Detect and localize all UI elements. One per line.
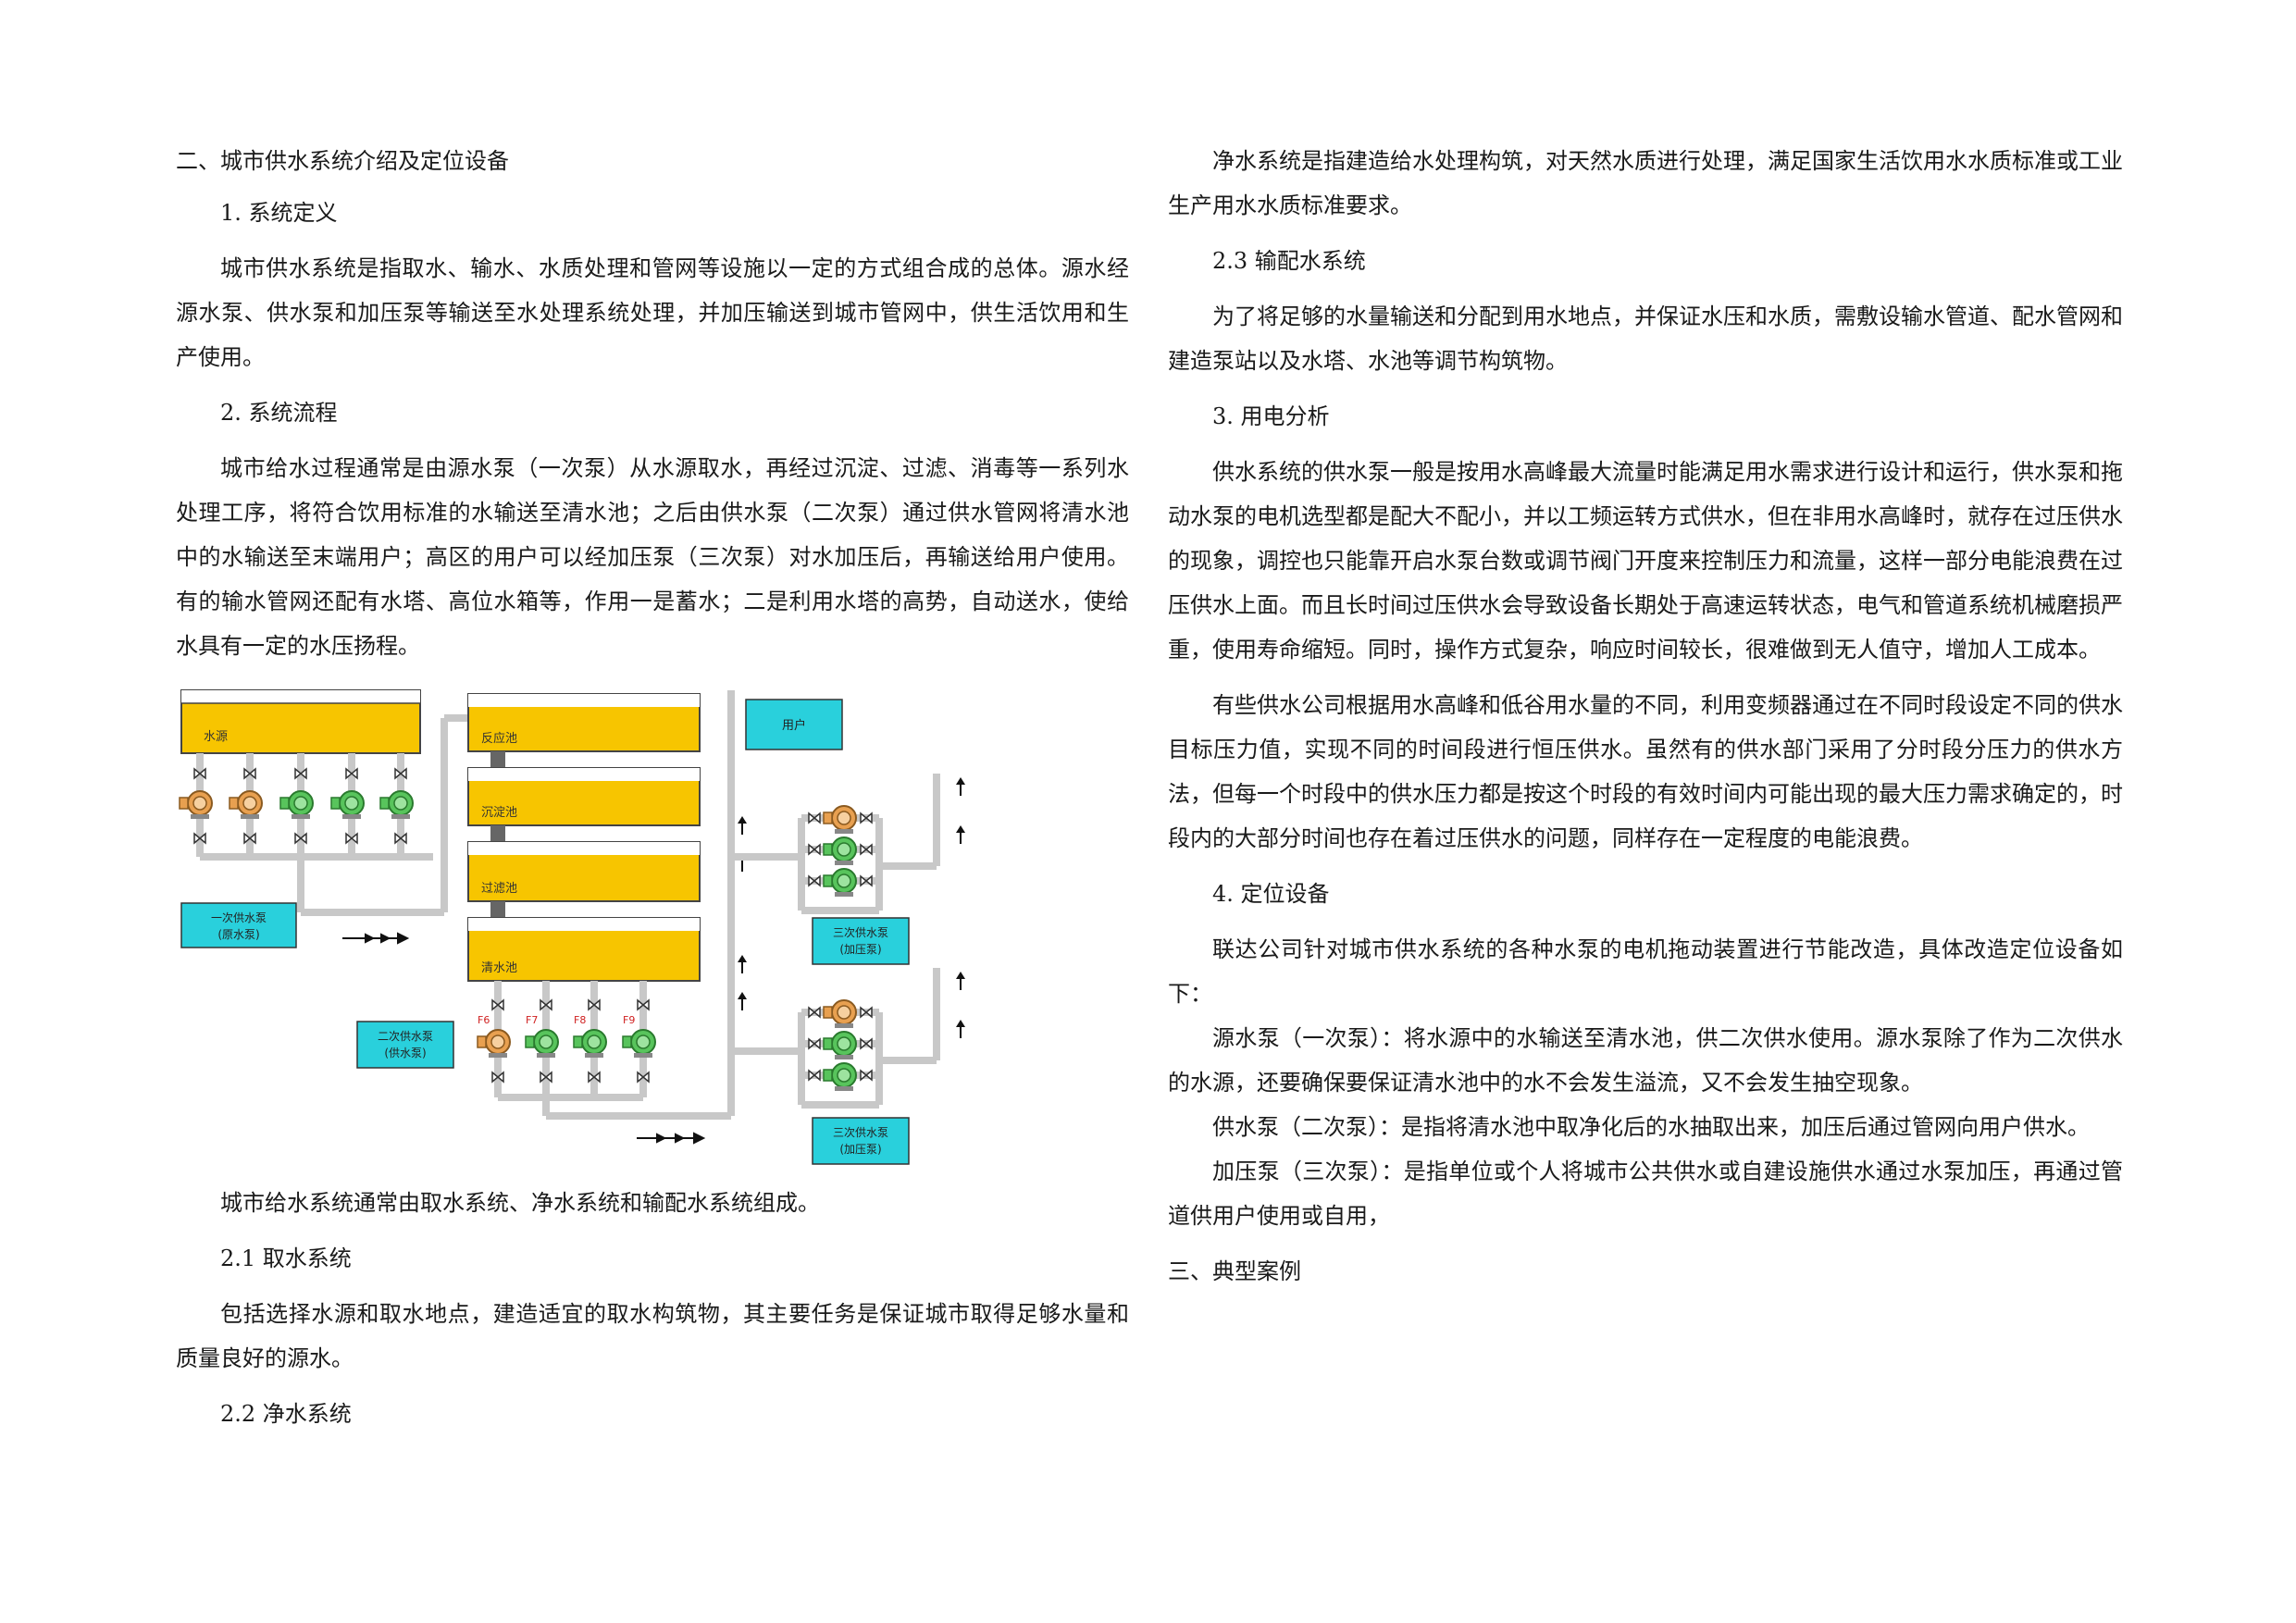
- para-source-pump: 源水泵（一次泵）：将水源中的水输送至清水池，供二次供水使用。源水泵除了作为二次供…: [1168, 1025, 2123, 1096]
- user-box-label: 用户: [782, 718, 806, 733]
- heading-intake-system: 2.1 取水系统: [220, 1245, 352, 1271]
- tertiary-pump-a1: [823, 805, 857, 835]
- para-distribution-system: 为了将足够的水量输送和分配到用水地点，并保证水压和水质，需敷设输水管道、配水管网…: [1168, 304, 2123, 374]
- heading-system-definition: 1. 系统定义: [220, 200, 338, 226]
- tertiary-pump-b1: [823, 999, 857, 1029]
- user-box: [745, 699, 843, 750]
- label-tertiary-pump-b-line2: (加压泵): [839, 1143, 881, 1156]
- section-3-heading: 三、典型案例: [1168, 1258, 1301, 1284]
- tertiary-pump-b2: [823, 1031, 857, 1060]
- primary-pump-5: [379, 790, 414, 820]
- para-system-definition: 城市供水系统是指取水、输水、水质处理和管网等设施以一定的方式组合成的总体。源水经…: [176, 255, 1129, 370]
- valve-f9-label: F9: [623, 1014, 635, 1026]
- section-2-heading: 二、城市供水系统介绍及定位设备: [176, 148, 509, 174]
- primary-pump-1: [179, 790, 213, 820]
- label-tertiary-pump-b-line1: 三次供水泵: [833, 1126, 888, 1139]
- tank-sediment-label: 沉淀池: [481, 806, 517, 820]
- tank-clear-label: 清水池: [481, 961, 517, 975]
- label-secondary-pump-line2: (供水泵): [384, 1047, 426, 1059]
- para-positioning-intro: 联达公司针对城市供水系统的各种水泵的电机拖动装置进行节能改造，具体改造定位设备如…: [1168, 936, 2123, 1007]
- heading-power-analysis: 3. 用电分析: [1212, 403, 1330, 429]
- valve-f6-label: F6: [478, 1014, 490, 1026]
- para-supply-pump: 供水泵（二次泵）：是指将清水池中取净化后的水抽取出来，加压后通过管网向用户供水。: [1212, 1114, 2090, 1140]
- label-secondary-pump: [356, 1021, 454, 1069]
- label-tertiary-pump-b: [812, 1117, 910, 1165]
- primary-pump-2: [229, 790, 263, 820]
- heading-positioning-equipment: 4. 定位设备: [1212, 881, 1330, 907]
- tank-source-label: 水源: [204, 730, 228, 744]
- right-column: 净水系统是指建造给水处理构筑，对天然水质进行处理，满足国家生活饮用水水质标准或工…: [1168, 139, 2123, 1294]
- para-intake-system: 包括选择水源和取水地点，建造适宜的取水构筑物，其主要任务是保证城市取得足够水量和…: [176, 1301, 1129, 1371]
- para-purification-system: 净水系统是指建造给水处理构筑，对天然水质进行处理，满足国家生活饮用水水质标准或工…: [1168, 148, 2123, 218]
- para-system-flow: 城市给水过程通常是由源水泵（一次泵）从水源取水，再经过沉淀、过滤、消毒等一系列水…: [176, 455, 1129, 659]
- label-secondary-pump-line1: 二次供水泵: [378, 1030, 433, 1043]
- tank-reaction-label: 反应池: [481, 731, 517, 746]
- label-primary-pump: [180, 902, 297, 948]
- secondary-pump-3: [573, 1029, 607, 1059]
- secondary-pump-2: [525, 1029, 559, 1059]
- tertiary-pump-a2: [823, 836, 857, 866]
- para-power-analysis-2: 有些供水公司根据用水高峰和低谷用水量的不同，利用变频器通过在不同时段设定不同的供…: [1168, 692, 2123, 851]
- valve-f8-label: F8: [574, 1014, 586, 1026]
- primary-pump-4: [330, 790, 365, 820]
- label-primary-pump-line2: (原水泵): [217, 928, 259, 941]
- secondary-pump-4: [622, 1029, 656, 1059]
- primary-pump-3: [279, 790, 314, 820]
- para-power-analysis-1: 供水系统的供水泵一般是按用水高峰最大流量时能满足用水需求进行设计和运行，供水泵和…: [1168, 459, 2123, 663]
- label-primary-pump-line1: 一次供水泵: [211, 911, 267, 924]
- label-tertiary-pump-a: [812, 917, 910, 965]
- heading-purification-system: 2.2 净水系统: [220, 1401, 352, 1427]
- valve-f7-label: F7: [526, 1014, 538, 1026]
- heading-system-flow: 2. 系统流程: [220, 400, 338, 426]
- secondary-pump-1: [477, 1029, 511, 1059]
- heading-distribution-system: 2.3 输配水系统: [1212, 248, 1366, 274]
- label-tertiary-pump-a-line1: 三次供水泵: [833, 926, 888, 939]
- left-column: 二、城市供水系统介绍及定位设备 1. 系统定义 城市供水系统是指取水、输水、水质…: [176, 139, 1129, 1436]
- tertiary-pump-a3: [823, 868, 857, 898]
- tank-filter-label: 过滤池: [481, 882, 517, 896]
- water-supply-diagram: 水源 一次供水泵 (原水泵): [179, 689, 966, 1165]
- para-system-composition: 城市给水系统通常由取水系统、净水系统和输配水系统组成。: [220, 1190, 820, 1216]
- tertiary-pump-b3: [823, 1062, 857, 1092]
- label-tertiary-pump-a-line2: (加压泵): [839, 943, 881, 956]
- para-booster-pump: 加压泵（三次泵）：是指单位或个人将城市公共供水或自建设施供水通过水泵加压，再通过…: [1168, 1158, 2123, 1229]
